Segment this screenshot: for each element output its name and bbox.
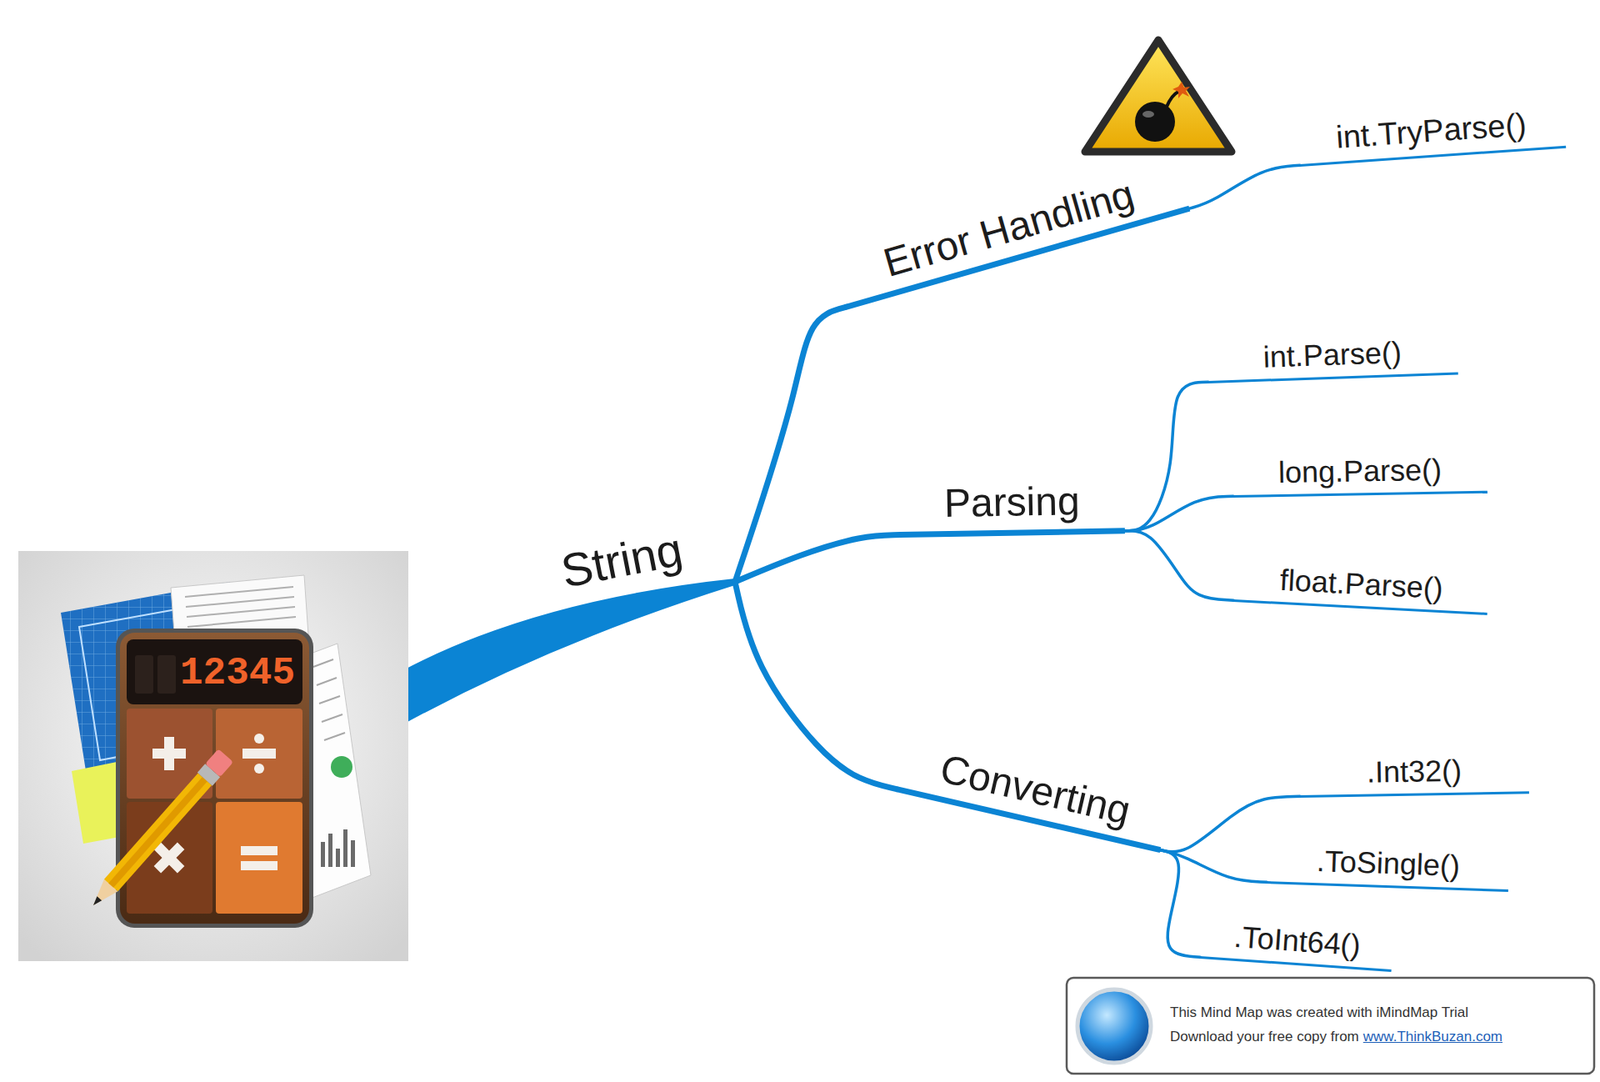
display-digits: 12345 (180, 650, 295, 697)
paper-pie-chart (330, 755, 353, 778)
display-ghost-digits (135, 655, 176, 694)
paper-lines (185, 586, 296, 627)
branch-connector (1125, 495, 1234, 531)
paper-bar-chart (320, 829, 355, 867)
watermark-logo (1077, 989, 1151, 1063)
topic-text: .ToSingle() (1278, 842, 1498, 885)
branch-topic: .ToSingle() (1266, 841, 1510, 892)
branch-topic: .Int32() (1299, 751, 1530, 798)
topic-text: int.Parse() (1218, 333, 1446, 376)
branch-connector (1189, 165, 1300, 209)
topic-text: .Int32() (1310, 751, 1518, 790)
branch-connector (735, 307, 845, 582)
topic-text: int.TryParse() (1308, 105, 1554, 159)
branch-connector (1160, 795, 1300, 852)
plus-symbol (152, 736, 186, 770)
image-ground (18, 550, 409, 961)
divide-symbol (242, 733, 276, 774)
topic-text: String (524, 515, 720, 605)
topic-text: .ToInt64() (1212, 917, 1383, 964)
calculator-key (215, 801, 303, 914)
branch-topic: Converting (895, 736, 1173, 854)
topic-text: Error Handling (841, 160, 1177, 297)
branch-connector (735, 535, 900, 582)
branch-topic: int.Parse() (1206, 333, 1459, 385)
branch-topic: Error Handling (830, 156, 1190, 310)
branch-connector (1160, 850, 1267, 883)
branch-topic: long.Parse() (1232, 451, 1488, 499)
watermark-link: www.ThinkBuzan.com (1363, 1028, 1503, 1045)
watermark-text: This Mind Map was created with iMindMap … (1170, 1004, 1469, 1021)
topic-text: Parsing (910, 477, 1114, 527)
bomb-highlight (1142, 110, 1155, 118)
main-branch (400, 578, 735, 726)
watermark-box (1066, 977, 1595, 1074)
paper-lines (313, 659, 345, 740)
branch-topic: Parsing (899, 476, 1125, 538)
watermark-text: Download your free copy from (1170, 1028, 1360, 1045)
branch-topic: int.TryParse() (1296, 104, 1566, 167)
branch-connector (1125, 530, 1234, 601)
calculator-display (126, 639, 303, 705)
bomb-symbol (1135, 101, 1175, 142)
connector-group (735, 165, 1300, 957)
branch-topic: float.Parse() (1233, 560, 1490, 615)
calculator-key (215, 708, 303, 799)
topic-text: float.Parse() (1245, 560, 1478, 608)
branch-topic: .ToInt64() (1200, 916, 1395, 972)
topic-text: long.Parse() (1244, 451, 1476, 490)
branch-connector (1160, 850, 1200, 958)
branch-connector (1125, 381, 1209, 531)
bomb-fuse (1166, 91, 1179, 107)
bomb-spark (1172, 81, 1190, 99)
equals-symbol (240, 845, 278, 870)
pencil (85, 748, 234, 912)
topic-text: Converting (910, 739, 1162, 840)
warning-triangle (1085, 40, 1232, 152)
central-topic: String (512, 514, 732, 611)
branch-connector (735, 581, 897, 790)
calculator-frame (115, 628, 314, 928)
calculator-body (120, 632, 310, 924)
